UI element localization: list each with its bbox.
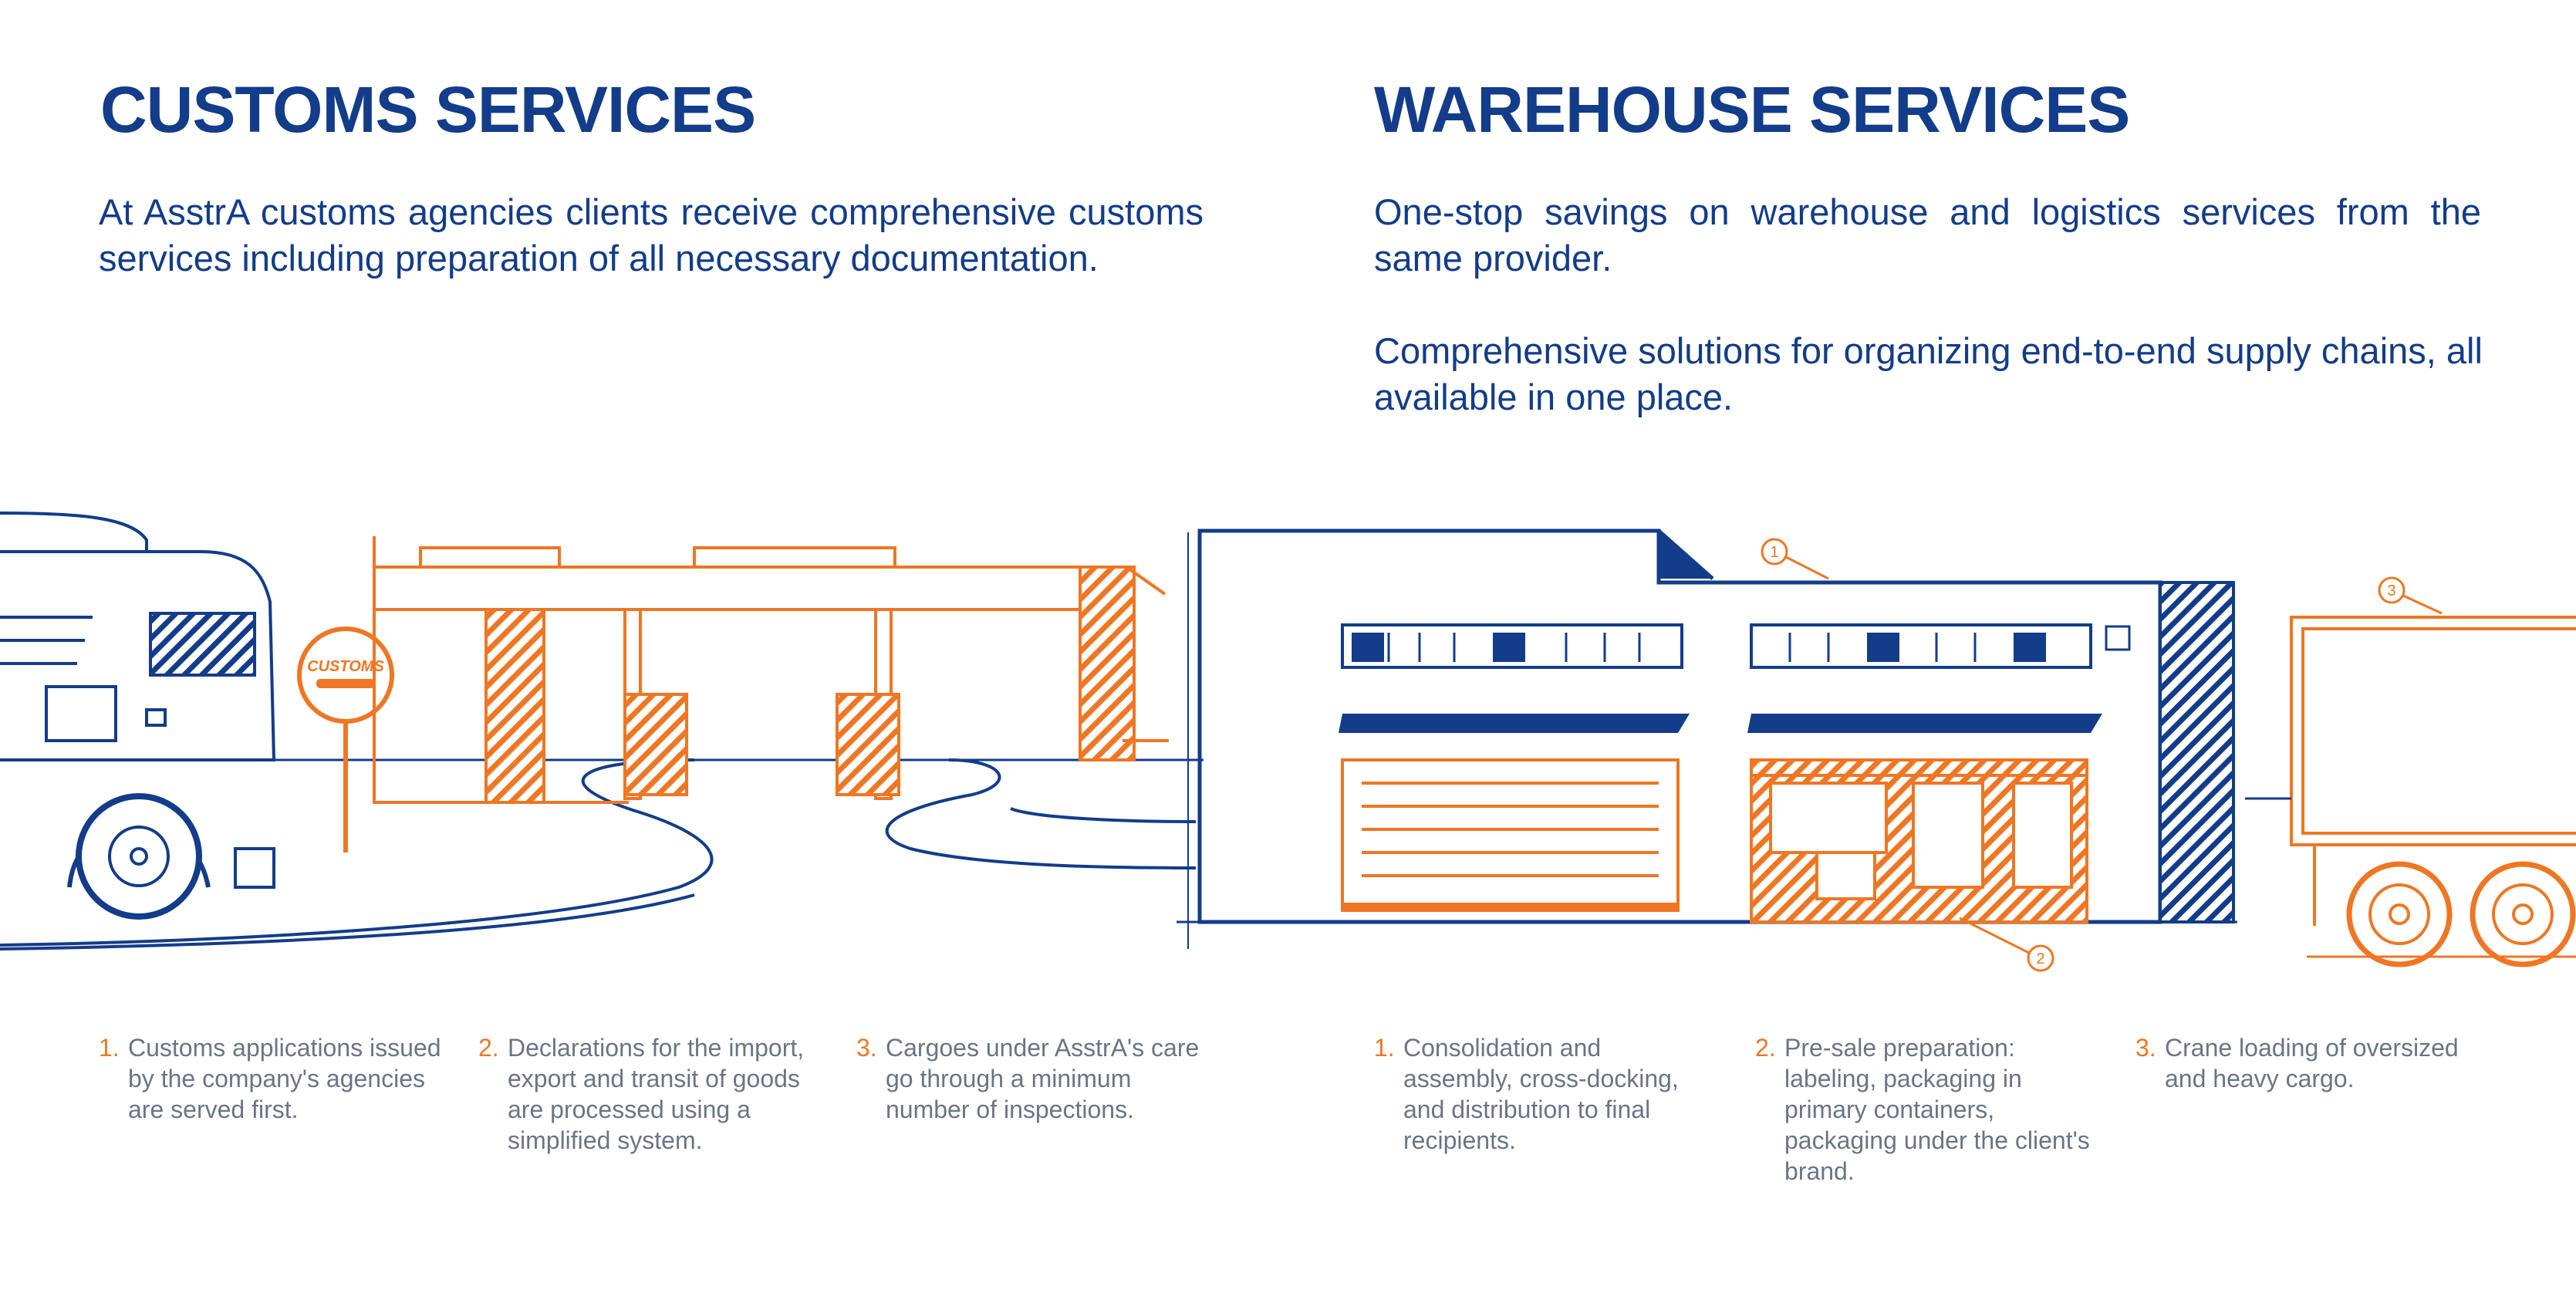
marker-3-icon <box>2378 576 2406 604</box>
marker-3-label: 3 <box>2387 582 2395 599</box>
customs-sign-label: CUSTOMS <box>307 658 384 675</box>
warehouse-paragraph-2: Comprehensive solutions for organizing e… <box>1374 330 2483 417</box>
customs-item-1: 1. Customs applications issued by the co… <box>99 1032 460 1125</box>
customs-item-3: 3. Cargoes under AsstrA's care go throug… <box>856 1032 1217 1125</box>
warehouse-item-2: 2. Pre-sale preparation: labeling, packa… <box>1755 1032 2108 1187</box>
warehouse-item-1: 1. Consolidation and assembly, cross-doc… <box>1374 1032 1689 1156</box>
warehouse-item-2-text: Pre-sale preparation: labeling, packagin… <box>1784 1034 2090 1185</box>
marker-1-label: 1 <box>1770 544 1778 561</box>
customs-item-1-text: Customs applications issued by the compa… <box>128 1034 441 1123</box>
customs-item-3-text: Cargoes under AsstrA's care go through a… <box>886 1034 1200 1123</box>
warehouse-item-3: 3. Crane loading of oversized and heavy … <box>2135 1032 2489 1094</box>
warehouse-title: WAREHOUSE SERVICES <box>1374 73 2130 146</box>
warehouse-item-2-number: 2. <box>1755 1034 1776 1062</box>
warehouse-paragraph-1: One-stop savings on warehouse and logist… <box>1374 191 2481 279</box>
marker-2-label: 2 <box>2036 951 2044 967</box>
warehouse-item-3-number: 3. <box>2135 1034 2156 1062</box>
customs-intro: At AsstrA customs agencies clients recei… <box>99 191 1204 279</box>
customs-checkpoint-icon <box>373 536 1169 804</box>
warehouse-item-3-text: Crane loading of oversized and heavy car… <box>2165 1034 2459 1092</box>
customs-item-2: 2. Declarations for the import, export a… <box>478 1032 839 1156</box>
warehouse-markers <box>1761 538 2443 972</box>
trailer-icon <box>2245 616 2576 967</box>
customs-item-3-number: 3. <box>856 1034 877 1062</box>
road-icon <box>0 758 1197 951</box>
customs-item-1-number: 1. <box>99 1034 120 1062</box>
customs-item-2-text: Declarations for the import, export and … <box>508 1034 805 1154</box>
marker-2-icon <box>2027 944 2054 972</box>
truck-icon <box>0 512 276 920</box>
customs-sign-icon: CUSTOMS <box>297 626 394 853</box>
customs-item-2-number: 2. <box>478 1034 499 1062</box>
marker-1-icon <box>1761 538 1788 566</box>
customs-title: CUSTOMS SERVICES <box>100 73 756 146</box>
warehouse-item-1-text: Consolidation and assembly, cross-dockin… <box>1403 1034 1679 1154</box>
warehouse-building-icon <box>1177 528 2237 949</box>
warehouse-doors-icon <box>1341 758 2088 924</box>
logistics-illustration: CUSTOMS <box>0 512 2576 972</box>
warehouse-item-1-number: 1. <box>1374 1034 1395 1062</box>
